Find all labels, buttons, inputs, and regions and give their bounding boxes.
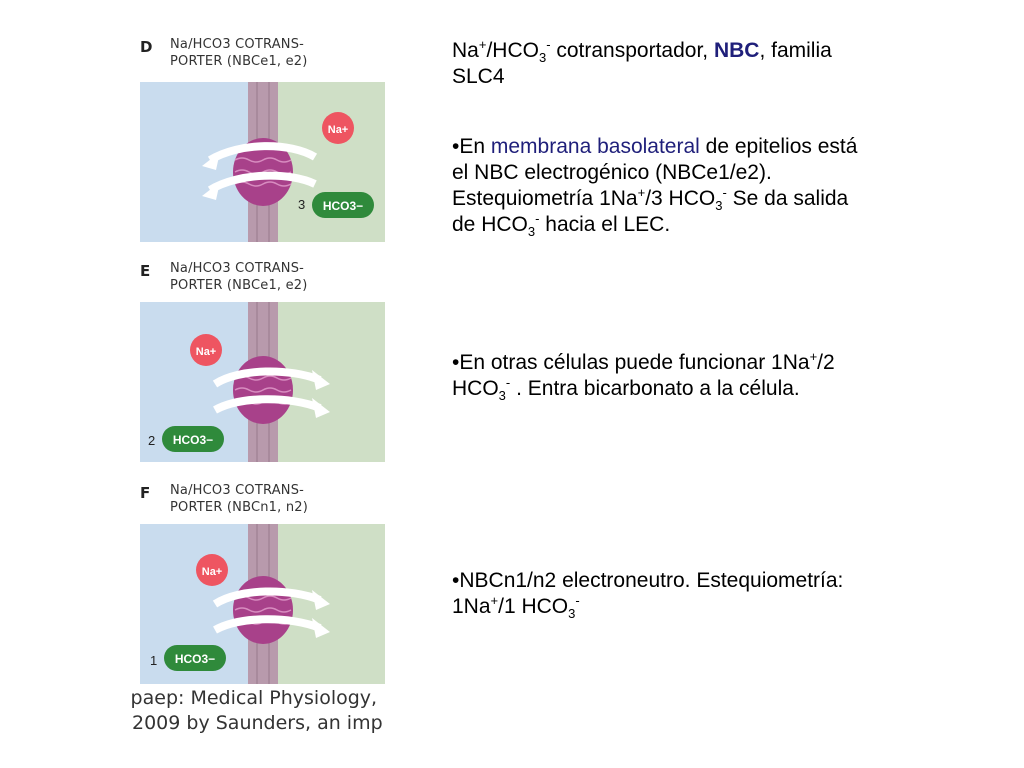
p2-sub3: 3: [498, 388, 506, 404]
title-mid: cotransportador,: [550, 39, 714, 62]
panel-d-title-line2: PORTER (NBCe1, e2): [170, 54, 308, 69]
bicarbonate-ion: [162, 426, 224, 452]
p1-line3c: Se da salida: [726, 187, 849, 210]
title-sub3: 3: [538, 50, 547, 66]
arrowhead-lower: [312, 618, 330, 638]
panel-e-letter: E: [140, 262, 151, 280]
p3-minus: -: [575, 593, 580, 608]
panel-d-title: Na/HCO3 COTRANS- PORTER (NBCe1, e2): [170, 36, 308, 70]
credit-line2: 2009 by Saunders, an imp: [132, 712, 383, 734]
flux-arrow-upper: [212, 367, 322, 388]
p1-sub3b: 3: [527, 224, 536, 240]
panel-e-title-line1: Na/HCO3 COTRANS-: [170, 261, 305, 276]
p3-plus: +: [490, 593, 499, 608]
p1-minus2: -: [535, 211, 540, 226]
p1-minus: -: [722, 185, 727, 200]
bicarbonate-ion: [164, 645, 226, 671]
p2-line1b: /2: [817, 351, 835, 374]
sodium-label: Na+: [202, 566, 223, 578]
panel-f-title-line2: PORTER (NBCn1, n2): [170, 500, 308, 515]
title-end: , familia: [759, 39, 832, 62]
sodium-ion: [322, 112, 354, 144]
paragraph-electroneutral: •NBCn1/n2 electroneutro. Estequiometría:…: [452, 568, 1012, 620]
p2-line2a: HCO: [452, 377, 499, 400]
bicarbonate-label: HCO3−: [173, 433, 213, 447]
title-paragraph: Na+/HCO3- cotransportador, NBC, familia …: [452, 38, 1012, 90]
title-na: Na: [452, 39, 479, 62]
p1-line3b: /3 HCO: [645, 187, 716, 210]
figure-credit: ılpaep: Medical Physiology, 2009 by Saun…: [132, 686, 400, 746]
sodium-ion: [190, 334, 222, 366]
panel-f-title-line1: Na/HCO3 COTRANS-: [170, 483, 305, 498]
panel-f-letter: F: [140, 484, 151, 502]
p2-line1a: •En otras células puede funcionar 1Na: [452, 351, 810, 374]
p3-line2a: 1Na: [452, 595, 491, 618]
flux-arrow-lower: [213, 395, 322, 414]
arrowhead-upper: [312, 590, 330, 610]
bicarbonate-label: HCO3−: [175, 652, 215, 666]
panel-e-title: Na/HCO3 COTRANS- PORTER (NBCe1, e2): [170, 260, 308, 294]
p3-line2b: /1 HCO: [498, 595, 569, 618]
sodium-ion: [196, 554, 228, 586]
p1-line3a: Estequiometría 1Na: [452, 187, 638, 210]
p1-line4a: de HCO: [452, 213, 528, 236]
panel-e-title-line2: PORTER (NBCe1, e2): [170, 278, 308, 293]
p1-plus: +: [637, 185, 646, 200]
p1-rest1: de epitelios está: [699, 135, 858, 158]
panel-f-title: Na/HCO3 COTRANS- PORTER (NBCn1, n2): [170, 482, 308, 516]
p1-line4b: hacia el LEC.: [539, 213, 671, 236]
p1-line2: el NBC electrogénico (NBCe1/e2).: [452, 161, 772, 184]
stoichiometry-label: 2: [148, 433, 155, 448]
title-line2: SLC4: [452, 65, 505, 88]
p1-bullet: •En: [452, 135, 491, 158]
panel-d-letter: D: [140, 38, 153, 56]
p2-line2b: . Entra bicarbonato a la célula.: [510, 377, 800, 400]
bicarbonate-ion: [312, 192, 374, 218]
flux-arrow-upper: [212, 587, 322, 608]
title-hco: /HCO: [486, 39, 539, 62]
p1-sub3: 3: [715, 198, 723, 214]
p2-plus: +: [809, 349, 818, 364]
panel-e-diagram: Na+ 2 HCO3−: [140, 302, 385, 462]
sodium-label: Na+: [328, 124, 349, 136]
paragraph-other-cells: •En otras células puede funcionar 1Na+/2…: [452, 350, 1012, 402]
flux-arrow-lower: [213, 615, 322, 634]
arrowhead-lower: [202, 182, 220, 200]
p3-line1: •NBCn1/n2 electroneutro. Estequiometría:: [452, 569, 844, 592]
flux-arrow-lower: [207, 171, 317, 194]
stoichiometry-label: 3: [298, 197, 305, 212]
p3-sub3: 3: [568, 606, 576, 622]
credit-line1: ılpaep: Medical Physiology,: [132, 687, 378, 709]
title-nbc: NBC: [713, 39, 760, 62]
paragraph-basolateral: •En membrana basolateral de epitelios es…: [452, 134, 1012, 238]
panel-d-diagram: Na+ 3 HCO3−: [140, 82, 385, 242]
p1-highlight: membrana basolateral: [490, 135, 700, 158]
title-plus: +: [478, 37, 487, 52]
physiology-figure: D Na/HCO3 COTRANS- PORTER (NBCe1, e2) Na…: [132, 26, 400, 746]
panel-d-title-line1: Na/HCO3 COTRANS-: [170, 37, 305, 52]
flux-arrow-upper: [207, 142, 318, 164]
sodium-label: Na+: [196, 346, 217, 358]
arrowhead-upper: [202, 152, 220, 170]
p2-minus: -: [505, 375, 511, 390]
arrowhead-upper: [312, 370, 330, 390]
arrowhead-lower: [312, 398, 330, 418]
title-minus: -: [546, 37, 551, 52]
panel-f-diagram: Na+ 1 HCO3−: [140, 524, 385, 684]
stoichiometry-label: 1: [150, 653, 157, 668]
bicarbonate-label: HCO3−: [323, 199, 363, 213]
